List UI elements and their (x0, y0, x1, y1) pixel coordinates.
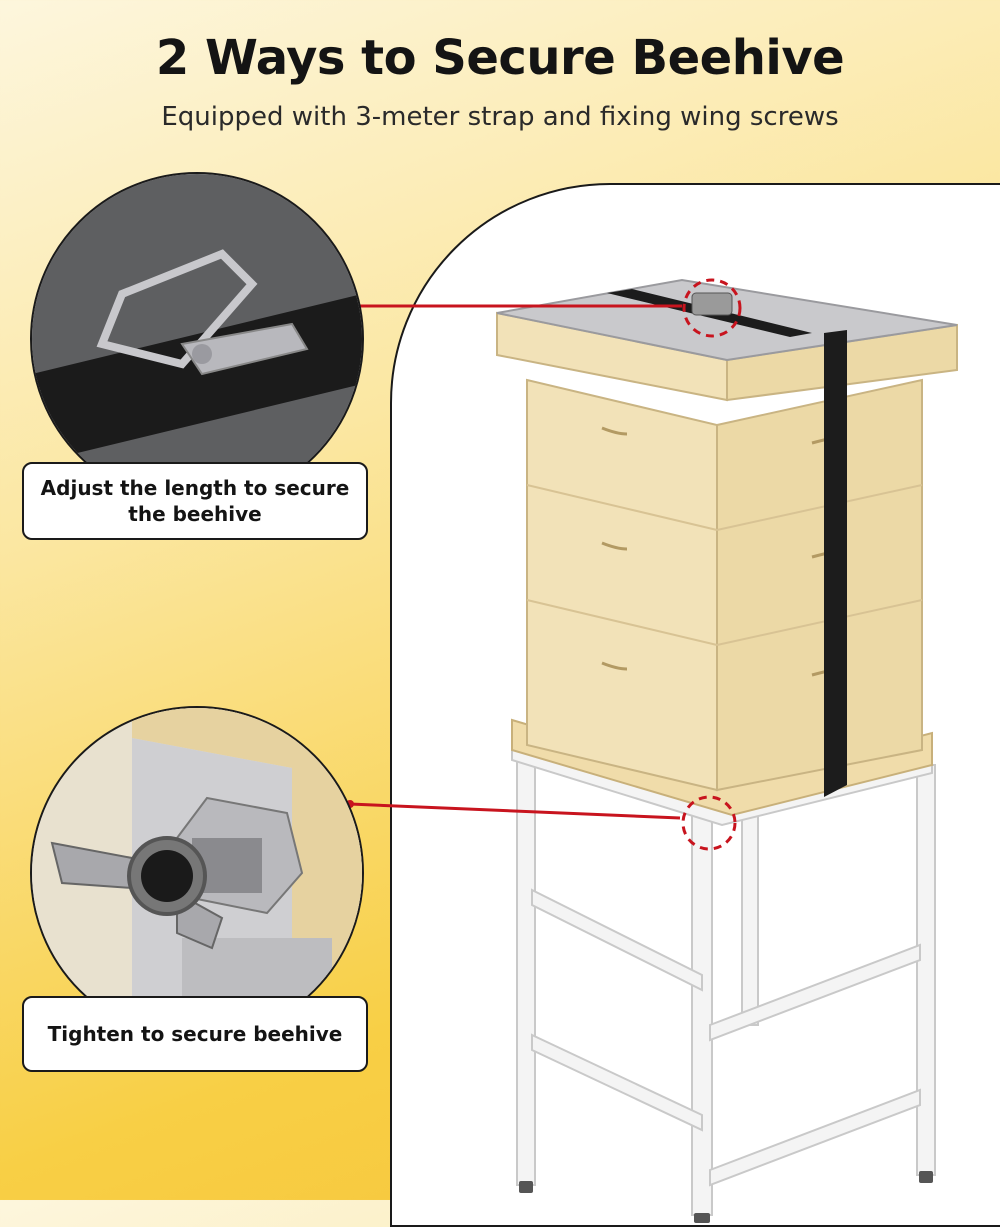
screw-highlight (681, 795, 737, 851)
screw-detail-circle (30, 706, 364, 1040)
ratchet-buckle-icon (32, 174, 362, 504)
wing-screw-icon (32, 708, 362, 1038)
page-title: 2 Ways to Secure Beehive (155, 30, 845, 86)
buckle-caption: Adjust the length to secure the beehive (22, 462, 368, 540)
screw-caption: Tighten to secure beehive (22, 996, 368, 1072)
beehive-stand-illustration (496, 278, 958, 1223)
strap (607, 289, 847, 797)
buckle-caption-text: Adjust the length to secure the beehive (40, 476, 350, 526)
screw-caption-text: Tighten to secure beehive (47, 1022, 343, 1046)
buckle-detail-circle (30, 172, 364, 506)
hive-body (526, 378, 923, 792)
buckle-highlight (682, 278, 742, 338)
page-subtitle: Equipped with 3-meter strap and fixing w… (161, 102, 839, 132)
product-scene-panel (390, 183, 1000, 1227)
